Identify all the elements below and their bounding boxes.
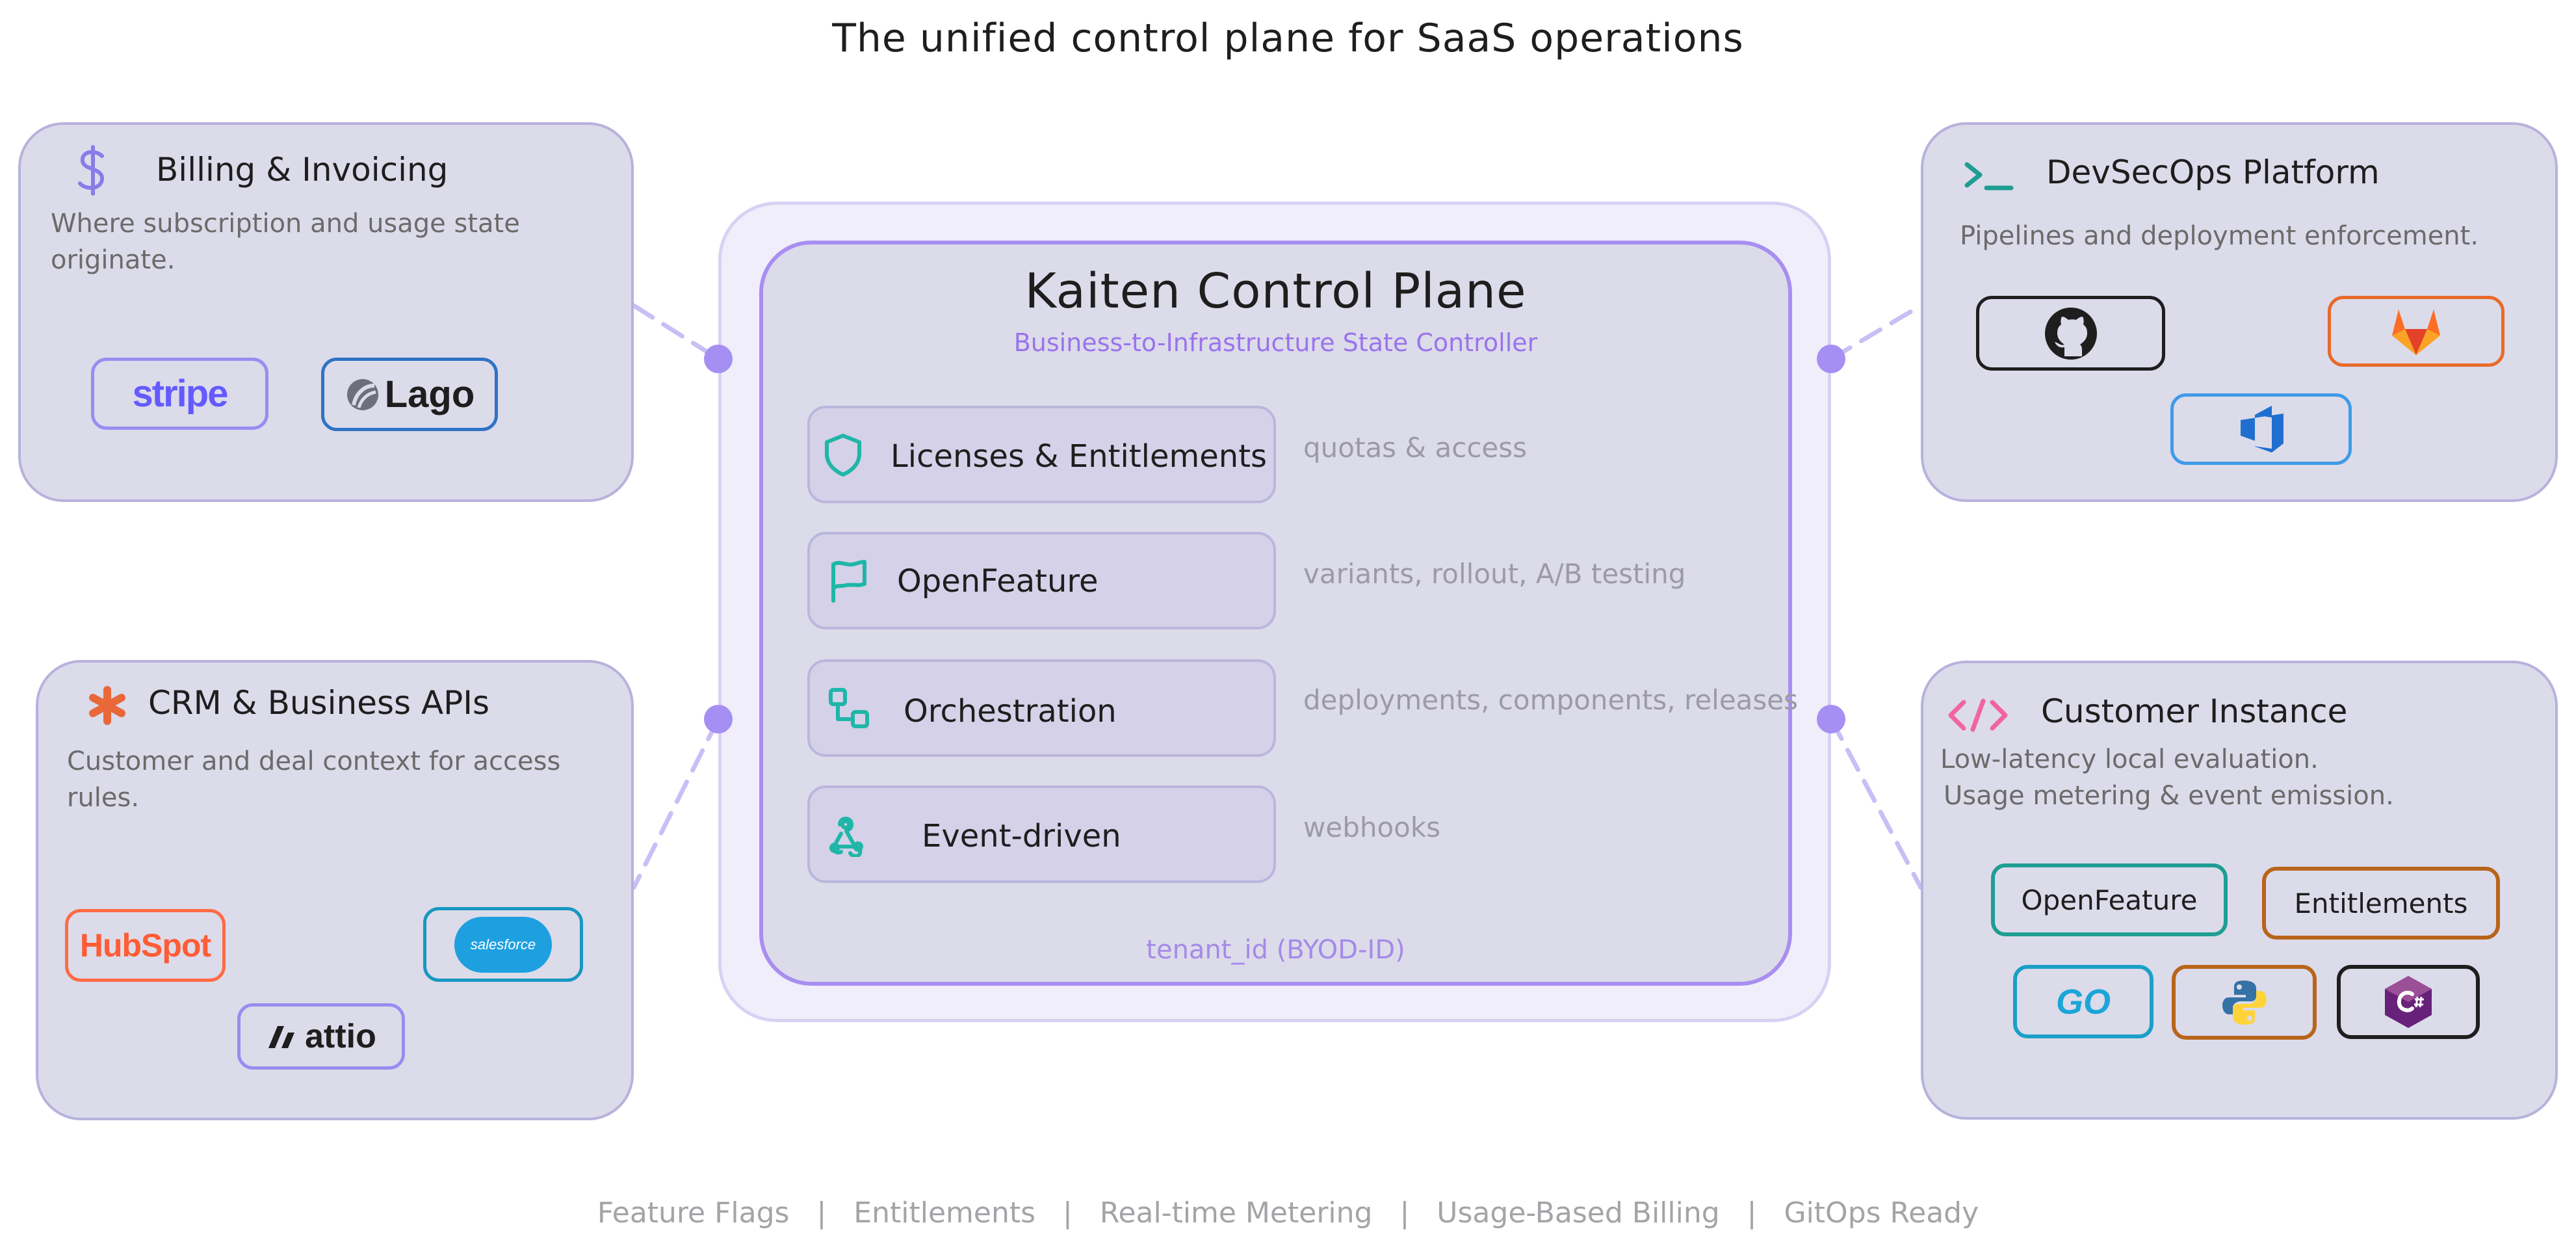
terminal-icon xyxy=(1963,156,2015,195)
capability-event-driven xyxy=(807,785,1276,883)
github-logo xyxy=(1976,296,2165,371)
feature-tagline: Feature Flags | Entitlements | Real-time Met… xyxy=(0,1196,2576,1230)
tagline-separator: | xyxy=(1399,1196,1410,1230)
attio-icon xyxy=(268,1026,295,1048)
connector-dot-crm xyxy=(704,705,733,733)
capability-label: Event-driven xyxy=(922,818,1121,854)
asterisk-icon xyxy=(85,683,130,728)
openfeature-chip: OpenFeature xyxy=(1991,863,2228,936)
capability-orchestration xyxy=(807,659,1276,757)
lago-icon xyxy=(346,378,378,410)
webhook-icon xyxy=(824,811,870,858)
tagline-separator: | xyxy=(1063,1196,1073,1230)
csharp-icon xyxy=(2385,976,2432,1028)
code-icon xyxy=(1947,696,2009,735)
capability-note: variants, rollout, A/B testing xyxy=(1303,558,1686,590)
control-plane-subtitle: Business-to-Infrastructure State Control… xyxy=(1013,328,1538,357)
control-plane-footer: tenant_id (BYOD-ID) xyxy=(1146,935,1405,965)
page-title: The unified control plane for SaaS opera… xyxy=(832,16,1744,61)
customer-instance-title: Customer Instance xyxy=(2041,692,2348,730)
gitlab-icon xyxy=(2392,309,2440,355)
billing-card xyxy=(18,122,634,502)
billing-description: Where subscription and usage state origi… xyxy=(51,209,520,275)
connector-billing xyxy=(631,303,721,362)
entitlements-chip: Entitlements xyxy=(2262,867,2500,940)
go-sdk-chip: GO xyxy=(2013,965,2153,1038)
tagline-item: GitOps Ready xyxy=(1784,1196,1979,1230)
stripe-logo: stripe xyxy=(91,358,268,430)
lago-logo: Lago xyxy=(321,358,498,431)
capability-licenses-entitlements xyxy=(807,406,1276,503)
customer-description-line2: Usage metering & event emission. xyxy=(1944,781,2394,811)
connector-dot-customer xyxy=(1817,705,1845,733)
devsecops-description: Pipelines and deployment enforcement. xyxy=(1960,221,2479,251)
capability-label: OpenFeature xyxy=(897,563,1099,599)
connector-customer xyxy=(1828,717,1923,890)
flag-icon xyxy=(826,559,871,605)
capability-label: Licenses & Entitlements xyxy=(891,438,1268,475)
capability-label: Orchestration xyxy=(904,693,1117,730)
control-plane-title: Kaiten Control Plane xyxy=(1024,263,1527,319)
tagline-separator: | xyxy=(816,1196,827,1230)
crm-description: Customer and deal context for access rul… xyxy=(67,746,561,813)
dollar-icon xyxy=(70,144,116,196)
tagline-item: Feature Flags xyxy=(597,1196,790,1230)
capability-openfeature xyxy=(807,532,1276,629)
tagline-item: Real-time Metering xyxy=(1099,1196,1373,1230)
hubspot-logo: HubSpot xyxy=(65,909,226,982)
workflow-icon xyxy=(827,686,872,731)
azure-devops-logo xyxy=(2170,393,2352,465)
capability-note: webhooks xyxy=(1303,811,1441,843)
shield-icon xyxy=(820,432,866,477)
salesforce-logo: salesforce xyxy=(423,907,583,982)
python-sdk-chip xyxy=(2172,965,2317,1040)
salesforce-cloud: salesforce xyxy=(454,916,552,973)
github-icon xyxy=(2044,307,2097,360)
azure-devops-icon xyxy=(2240,406,2283,453)
connector-devsecops xyxy=(1828,303,1923,362)
tagline-separator: | xyxy=(1747,1196,1757,1230)
billing-title: Billing & Invoicing xyxy=(156,151,449,189)
customer-description-line1: Low-latency local evaluation. xyxy=(1940,744,2319,774)
devsecops-title: DevSecOps Platform xyxy=(2046,153,2380,191)
attio-logo: attio xyxy=(237,1003,405,1070)
tagline-item: Usage-Based Billing xyxy=(1437,1196,1720,1230)
connector-dot-billing xyxy=(704,345,733,373)
capability-note: deployments, components, releases xyxy=(1303,684,1799,716)
python-icon xyxy=(2222,980,2267,1025)
crm-title: CRM & Business APIs xyxy=(148,684,490,722)
tagline-item: Entitlements xyxy=(853,1196,1036,1230)
gitlab-logo xyxy=(2328,296,2504,367)
connector-crm xyxy=(631,717,721,890)
connector-dot-devsecops xyxy=(1817,345,1845,373)
capability-note: quotas & access xyxy=(1303,432,1528,464)
csharp-sdk-chip xyxy=(2337,965,2480,1039)
